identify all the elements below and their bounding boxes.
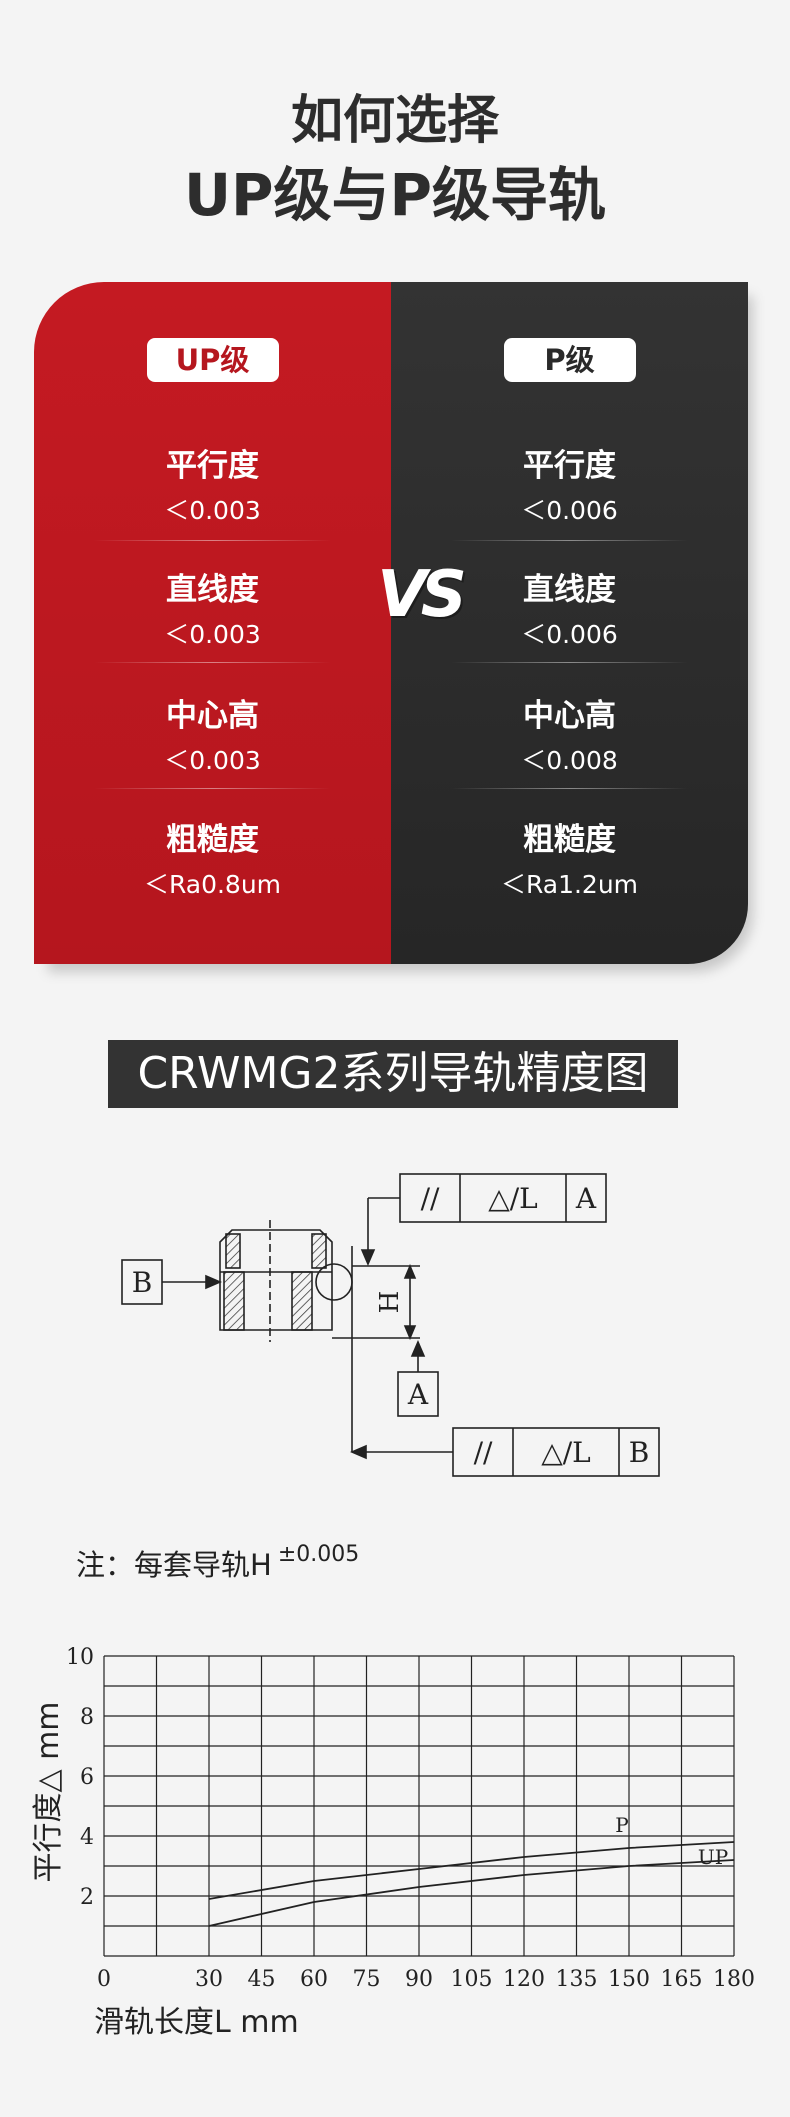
up-spec-straightness: 直线度 ＜0.003 [34,564,391,651]
spec-value: ＜0.008 [521,746,618,775]
p-spec-parallelism: 平行度 ＜0.006 [391,440,748,527]
spec-name: 平行度 [166,448,259,484]
divider [451,540,688,541]
y-tick-label: 8 [80,1705,94,1730]
x-tick-label: 150 [608,1967,650,1992]
chart-grid [103,1655,735,1957]
p-spec-straightness: 直线度 ＜0.006 [391,564,748,651]
spec-value: ＜0.003 [164,746,261,775]
section-title: CRWMG2系列导轨精度图 [108,1040,678,1108]
precision-diagram: // △/L A // △/L B B A H [121,1173,660,1477]
series-label-up: UP [698,1845,728,1869]
chart-ticks: 0 30 45 60 75 90 105 120 135 150 165 180 2 4 6 8 10 [66,1645,755,1992]
series-label-p: P [615,1813,628,1837]
y-axis-label: 平行度△ mm [31,1701,66,1882]
x-tick-label: 45 [248,1967,276,1992]
spec-value: ＜0.003 [164,620,261,649]
page-title-line2: UP级与P级导轨 [183,161,607,229]
note-text: 注：每套导轨H [76,1548,272,1582]
height-label: H [375,1291,405,1314]
x-tick-label: 90 [405,1967,433,1992]
p-spec-roughness: 粗糙度 ＜Ra1.2um [391,814,748,901]
fcf-top-datum: A [575,1182,597,1215]
divider [451,662,688,663]
x-tick-label: 0 [97,1967,111,1992]
up-grade-badge: UP级 [146,338,279,382]
divider [451,788,688,789]
chart-series: P UP [208,1813,735,1927]
p-spec-center-height: 中心高 ＜0.008 [391,690,748,777]
fcf-bottom-symbol-2: △/L [541,1436,591,1469]
spec-name: 中心高 [523,698,616,734]
spec-name: 直线度 [523,572,616,608]
x-tick-label: 165 [661,1967,703,1992]
spec-name: 平行度 [523,448,616,484]
datum-b-label: B [132,1266,153,1299]
y-tick-label: 6 [80,1765,94,1790]
spec-name: 中心高 [166,698,259,734]
y-tick-label: 4 [80,1825,94,1850]
spec-value: ＜Ra1.2um [500,870,639,899]
fcf-bottom-datum: B [629,1436,650,1469]
spec-name: 直线度 [166,572,259,608]
x-tick-label: 180 [713,1967,755,1992]
divider [94,540,331,541]
spec-value: ＜0.006 [521,496,618,525]
comparison-card: UP级 平行度 ＜0.003 直线度 ＜0.003 中心高 ＜0.003 粗糙度… [34,282,748,964]
x-tick-label: 30 [195,1967,223,1992]
spec-value: ＜0.006 [521,620,618,649]
x-tick-label: 120 [503,1967,545,1992]
spec-name: 粗糙度 [166,822,259,858]
x-tick-label: 105 [451,1967,493,1992]
divider [94,662,331,663]
fcf-top-symbol-1: // [421,1182,440,1215]
page-title-line1: 如何选择 [290,91,499,151]
up-grade-panel: UP级 平行度 ＜0.003 直线度 ＜0.003 中心高 ＜0.003 粗糙度… [34,282,391,964]
x-tick-label: 60 [300,1967,328,1992]
note: 注：每套导轨H±0.005 [76,1542,359,1584]
up-spec-parallelism: 平行度 ＜0.003 [34,440,391,527]
spec-value: ＜0.003 [164,496,261,525]
note-tolerance: ±0.005 [277,1542,360,1567]
rail-block [219,1220,353,1342]
p-grade-badge: P级 [503,338,636,382]
x-tick-label: 75 [353,1967,381,1992]
up-spec-roughness: 粗糙度 ＜Ra0.8um [34,814,391,901]
series-line-up [208,1859,735,1927]
divider [94,788,331,789]
p-grade-panel: P级 平行度 ＜0.006 直线度 ＜0.006 中心高 ＜0.008 粗糙度 … [391,282,748,964]
y-tick-label: 2 [80,1885,94,1910]
spec-value: ＜Ra0.8um [143,870,282,899]
y-tick-label: 10 [66,1645,94,1670]
x-axis-label: 滑轨长度L mm [94,2005,299,2040]
fcf-bottom-symbol-1: // [474,1436,493,1469]
series-line-p [208,1841,735,1900]
vs-mark: VS [377,558,467,632]
fcf-top-symbol-2: △/L [488,1182,538,1215]
up-spec-center-height: 中心高 ＜0.003 [34,690,391,777]
spec-name: 粗糙度 [523,822,616,858]
datum-a-label: A [407,1378,429,1411]
x-tick-label: 135 [556,1967,598,1992]
